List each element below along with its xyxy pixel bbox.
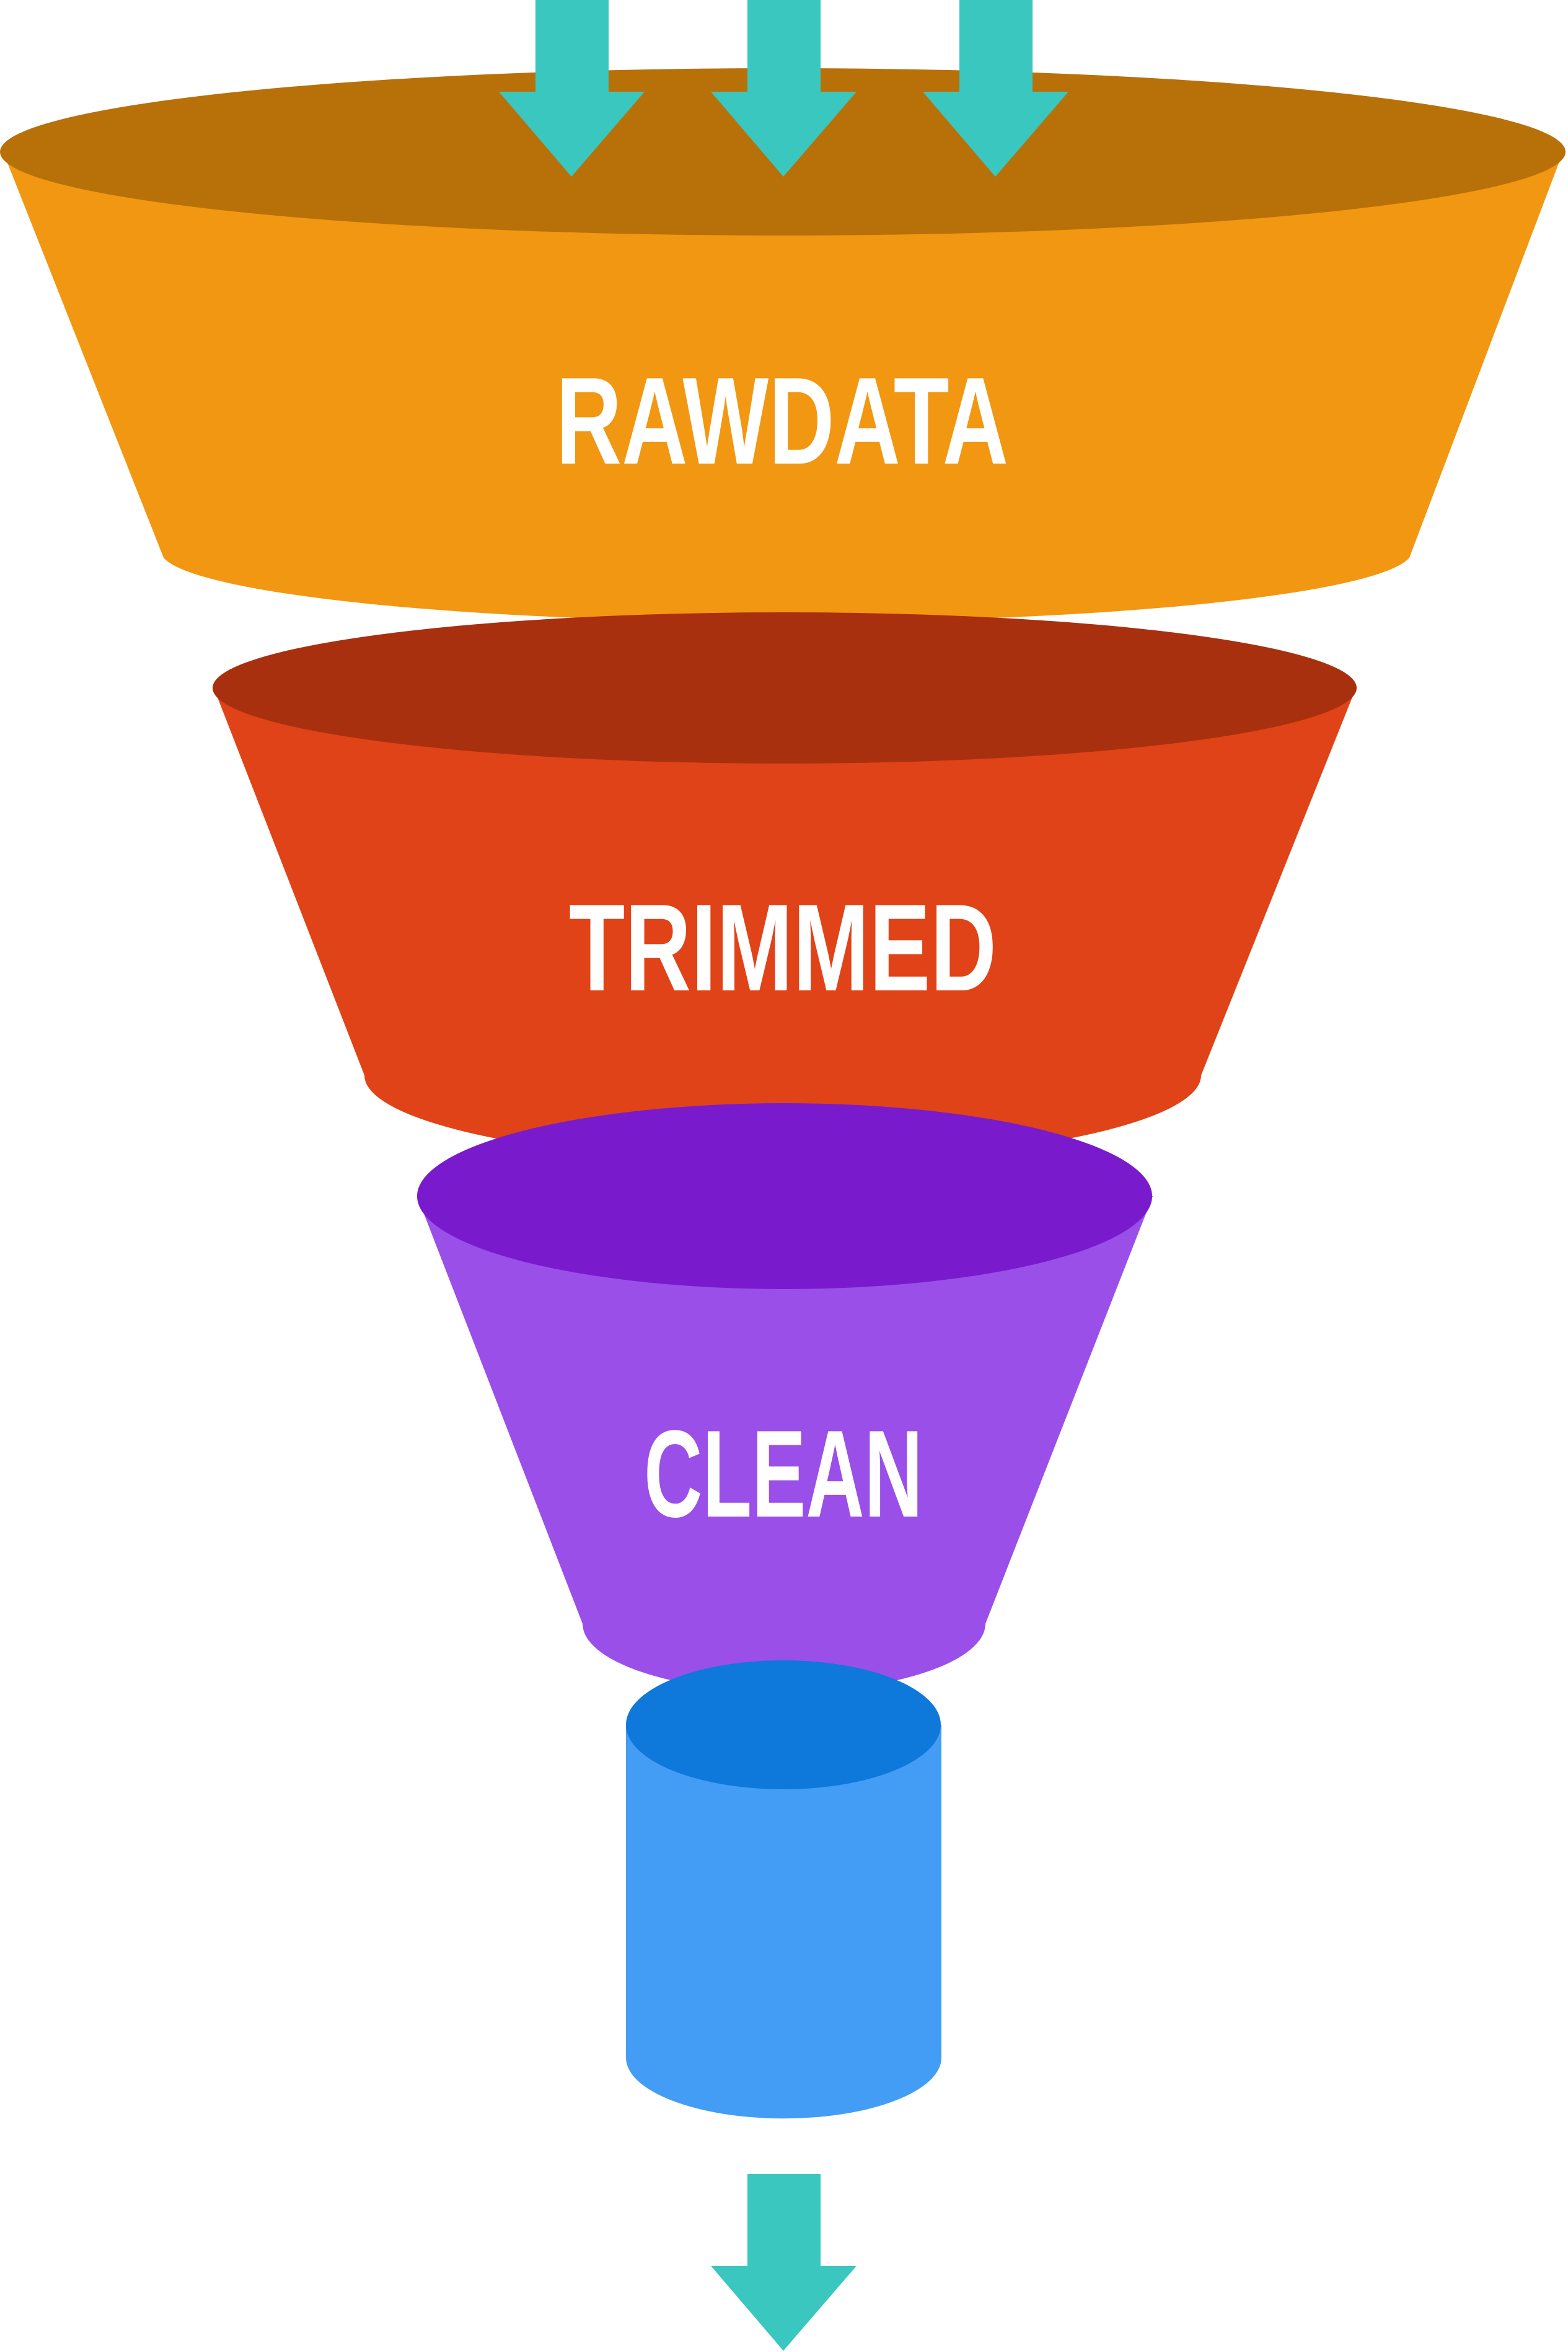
stage-rawdata-body <box>3 152 1563 622</box>
output-cylinder-top <box>626 1660 941 1789</box>
stage-label-rawdata: RAWDATA <box>556 352 1008 490</box>
output-cylinder-body <box>626 1725 941 2119</box>
stage-clean-body <box>417 1196 1153 1692</box>
input-arrow-down-icon <box>711 0 857 177</box>
output-arrow-down-icon <box>711 2174 857 2351</box>
stage-label-clean: CLEAN <box>644 1405 923 1543</box>
stage-trimmed-body <box>214 688 1356 1162</box>
funnel-stage-trimmed <box>213 612 1357 1162</box>
stage-trimmed-top <box>213 612 1357 764</box>
funnel-stage-clean <box>417 1103 1153 1692</box>
input-arrow-down-icon <box>923 0 1068 177</box>
input-arrows <box>499 0 1068 177</box>
output-cylinder <box>626 1660 941 2119</box>
stage-label-trimmed: TRIMMED <box>569 879 997 1017</box>
input-arrow-down-icon <box>499 0 645 177</box>
stage-clean-top <box>417 1103 1152 1289</box>
output-arrows <box>711 2174 857 2351</box>
